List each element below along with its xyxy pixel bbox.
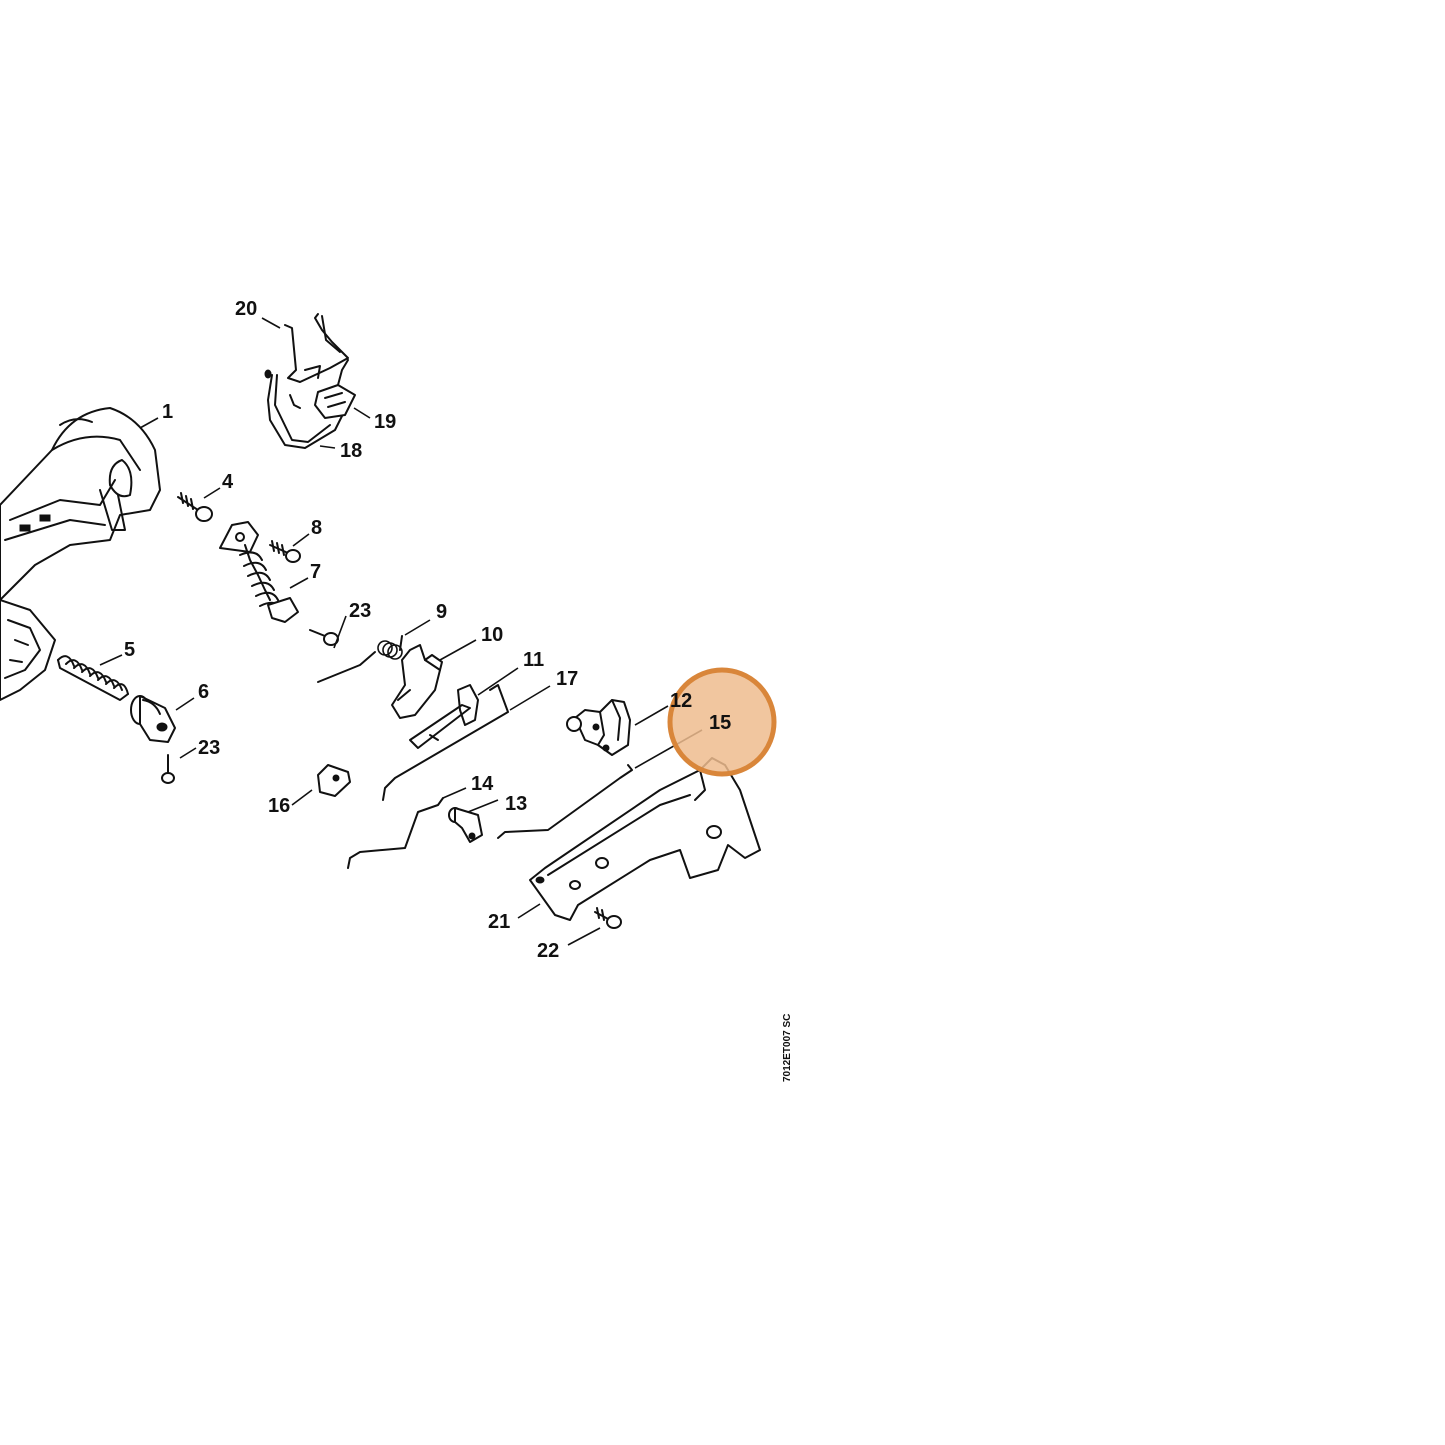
part-1-handle-housing[interactable] — [0, 407, 161, 701]
label-part-4: 4 — [222, 471, 234, 493]
part-23-lower-screw[interactable] — [161, 754, 175, 784]
part-15-wire-rod[interactable] — [497, 764, 633, 839]
label-part-10: 10 — [481, 624, 503, 646]
label-part-16: 16 — [268, 795, 290, 817]
part-10-throttle-trigger[interactable] — [391, 644, 443, 719]
part-12-switch-unit[interactable] — [566, 699, 631, 756]
part-19-connector[interactable] — [314, 359, 356, 419]
label-part-5: 5 — [124, 639, 135, 661]
part-9-torsion-spring[interactable] — [317, 635, 403, 683]
label-part-21: 21 — [488, 911, 510, 933]
label-part-7: 7 — [310, 561, 321, 583]
label-part-13: 13 — [505, 793, 527, 815]
part-5-coil-spring[interactable] — [57, 655, 129, 701]
highlight-circle-part-15 — [670, 670, 774, 774]
part-20-contact-spring[interactable] — [284, 313, 349, 383]
label-part-22: 22 — [537, 940, 559, 962]
label-part-17: 17 — [556, 668, 578, 690]
part-4-screw[interactable] — [177, 492, 213, 522]
part-labels: 1 4 5 6 7 8 9 10 11 12 13 14 15 16 17 18… — [124, 298, 731, 962]
part-16-bracket[interactable] — [317, 764, 351, 797]
part-8-screw[interactable] — [269, 540, 301, 563]
label-part-23-lower: 23 — [198, 737, 220, 759]
part-14-wire-rod[interactable] — [347, 797, 444, 869]
label-part-8: 8 — [311, 517, 322, 539]
part-21-handle-cover[interactable] — [529, 757, 761, 921]
label-part-14: 14 — [471, 773, 494, 795]
label-part-18: 18 — [340, 440, 362, 462]
part-6-spring-holder[interactable] — [130, 695, 176, 743]
label-part-6: 6 — [198, 681, 209, 703]
label-part-15: 15 — [709, 712, 731, 734]
part-17-wire-rod[interactable] — [382, 684, 509, 801]
label-part-12: 12 — [670, 690, 692, 712]
label-part-20: 20 — [235, 298, 257, 320]
label-part-1: 1 — [162, 401, 173, 423]
part-23-upper-screw[interactable] — [309, 629, 339, 646]
part-7-spring-bracket[interactable] — [219, 521, 299, 623]
drawing-code: 7012ET007 SC — [782, 1014, 793, 1082]
part-11-throttle-lever[interactable] — [409, 684, 479, 749]
highlight-ring — [667, 667, 777, 777]
label-part-9: 9 — [436, 601, 447, 623]
label-part-11: 11 — [523, 649, 544, 671]
part-22-screw[interactable] — [594, 907, 622, 929]
part-13-small-lever[interactable] — [448, 807, 483, 843]
part-18-wiring-harness[interactable] — [264, 369, 346, 449]
label-part-19: 19 — [374, 411, 396, 433]
label-part-23-upper: 23 — [349, 600, 371, 622]
